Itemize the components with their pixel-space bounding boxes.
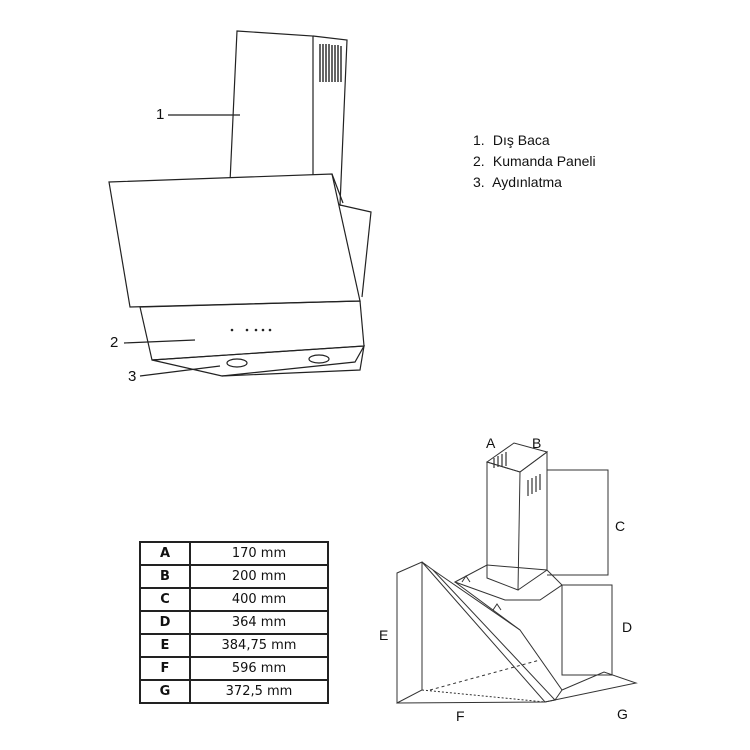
control-buttons: [230, 328, 272, 332]
callout-2: 2: [110, 334, 119, 351]
dimension-key: G: [139, 679, 191, 704]
callout-3: 3: [128, 368, 137, 385]
dimension-key: E: [139, 633, 191, 658]
table-row: B 200 mm: [139, 564, 329, 589]
dimension-value: 384,75 mm: [189, 633, 329, 658]
callout-1: 1: [156, 106, 165, 123]
legend-item: 3. Aydınlatma: [473, 172, 596, 193]
hood-product-drawing: [108, 30, 372, 377]
chimney-vent-slots: [319, 44, 342, 82]
parts-legend: 1. Dış Baca 2. Kumanda Paneli 3. Aydınla…: [473, 130, 596, 193]
light-right: [308, 354, 330, 364]
legend-item: 2. Kumanda Paneli: [473, 151, 596, 172]
hood-side-body: [339, 204, 372, 298]
dimension-value: 364 mm: [189, 610, 329, 635]
legend-label: Dış Baca: [492, 132, 550, 148]
legend-item: 1. Dış Baca: [473, 130, 596, 151]
lighting-plate: [151, 345, 366, 377]
table-row: C 400 mm: [139, 587, 329, 612]
dim-box-c: [547, 469, 609, 576]
sketch-chimney-front: [486, 461, 521, 591]
table-row: D 364 mm: [139, 610, 329, 635]
legend-number: 2.: [473, 153, 485, 169]
table-row: G 372,5 mm: [139, 679, 329, 704]
light-left: [226, 358, 248, 368]
dimension-value: 372,5 mm: [189, 679, 329, 704]
sketch-vent-slots: [493, 452, 541, 496]
dim-floor: [396, 671, 638, 704]
legend-label: Aydınlatma: [492, 174, 562, 190]
dimension-table: A 170 mm B 200 mm C 400 mm D 364 mm E 38…: [139, 541, 329, 704]
legend-number: 3.: [473, 174, 485, 190]
table-row: E 384,75 mm: [139, 633, 329, 658]
dimension-value: 400 mm: [189, 587, 329, 612]
legend-number: 1.: [473, 132, 485, 148]
dimension-value: 200 mm: [189, 564, 329, 589]
dim-label-e: E: [379, 627, 389, 643]
table-row: F 596 mm: [139, 656, 329, 681]
dim-box-d: [561, 584, 613, 676]
dim-label-c: C: [615, 518, 626, 534]
dimension-key: D: [139, 610, 191, 635]
dimension-value: 596 mm: [189, 656, 329, 681]
dimension-key: C: [139, 587, 191, 612]
dim-label-d: D: [622, 619, 633, 635]
dim-label-b: B: [532, 435, 542, 451]
dim-label-f: F: [456, 708, 465, 724]
sketch-chimney-side: [517, 451, 548, 591]
dimension-key: A: [139, 541, 191, 566]
dimension-key: F: [139, 656, 191, 681]
dim-box-e: [396, 561, 423, 704]
legend-label: Kumanda Paneli: [492, 153, 596, 169]
dim-label-a: A: [486, 435, 496, 451]
table-row: A 170 mm: [139, 541, 329, 566]
dimension-value: 170 mm: [189, 541, 329, 566]
sketch-glass: [421, 561, 556, 703]
dimension-key: B: [139, 564, 191, 589]
dim-label-g: G: [617, 706, 628, 722]
